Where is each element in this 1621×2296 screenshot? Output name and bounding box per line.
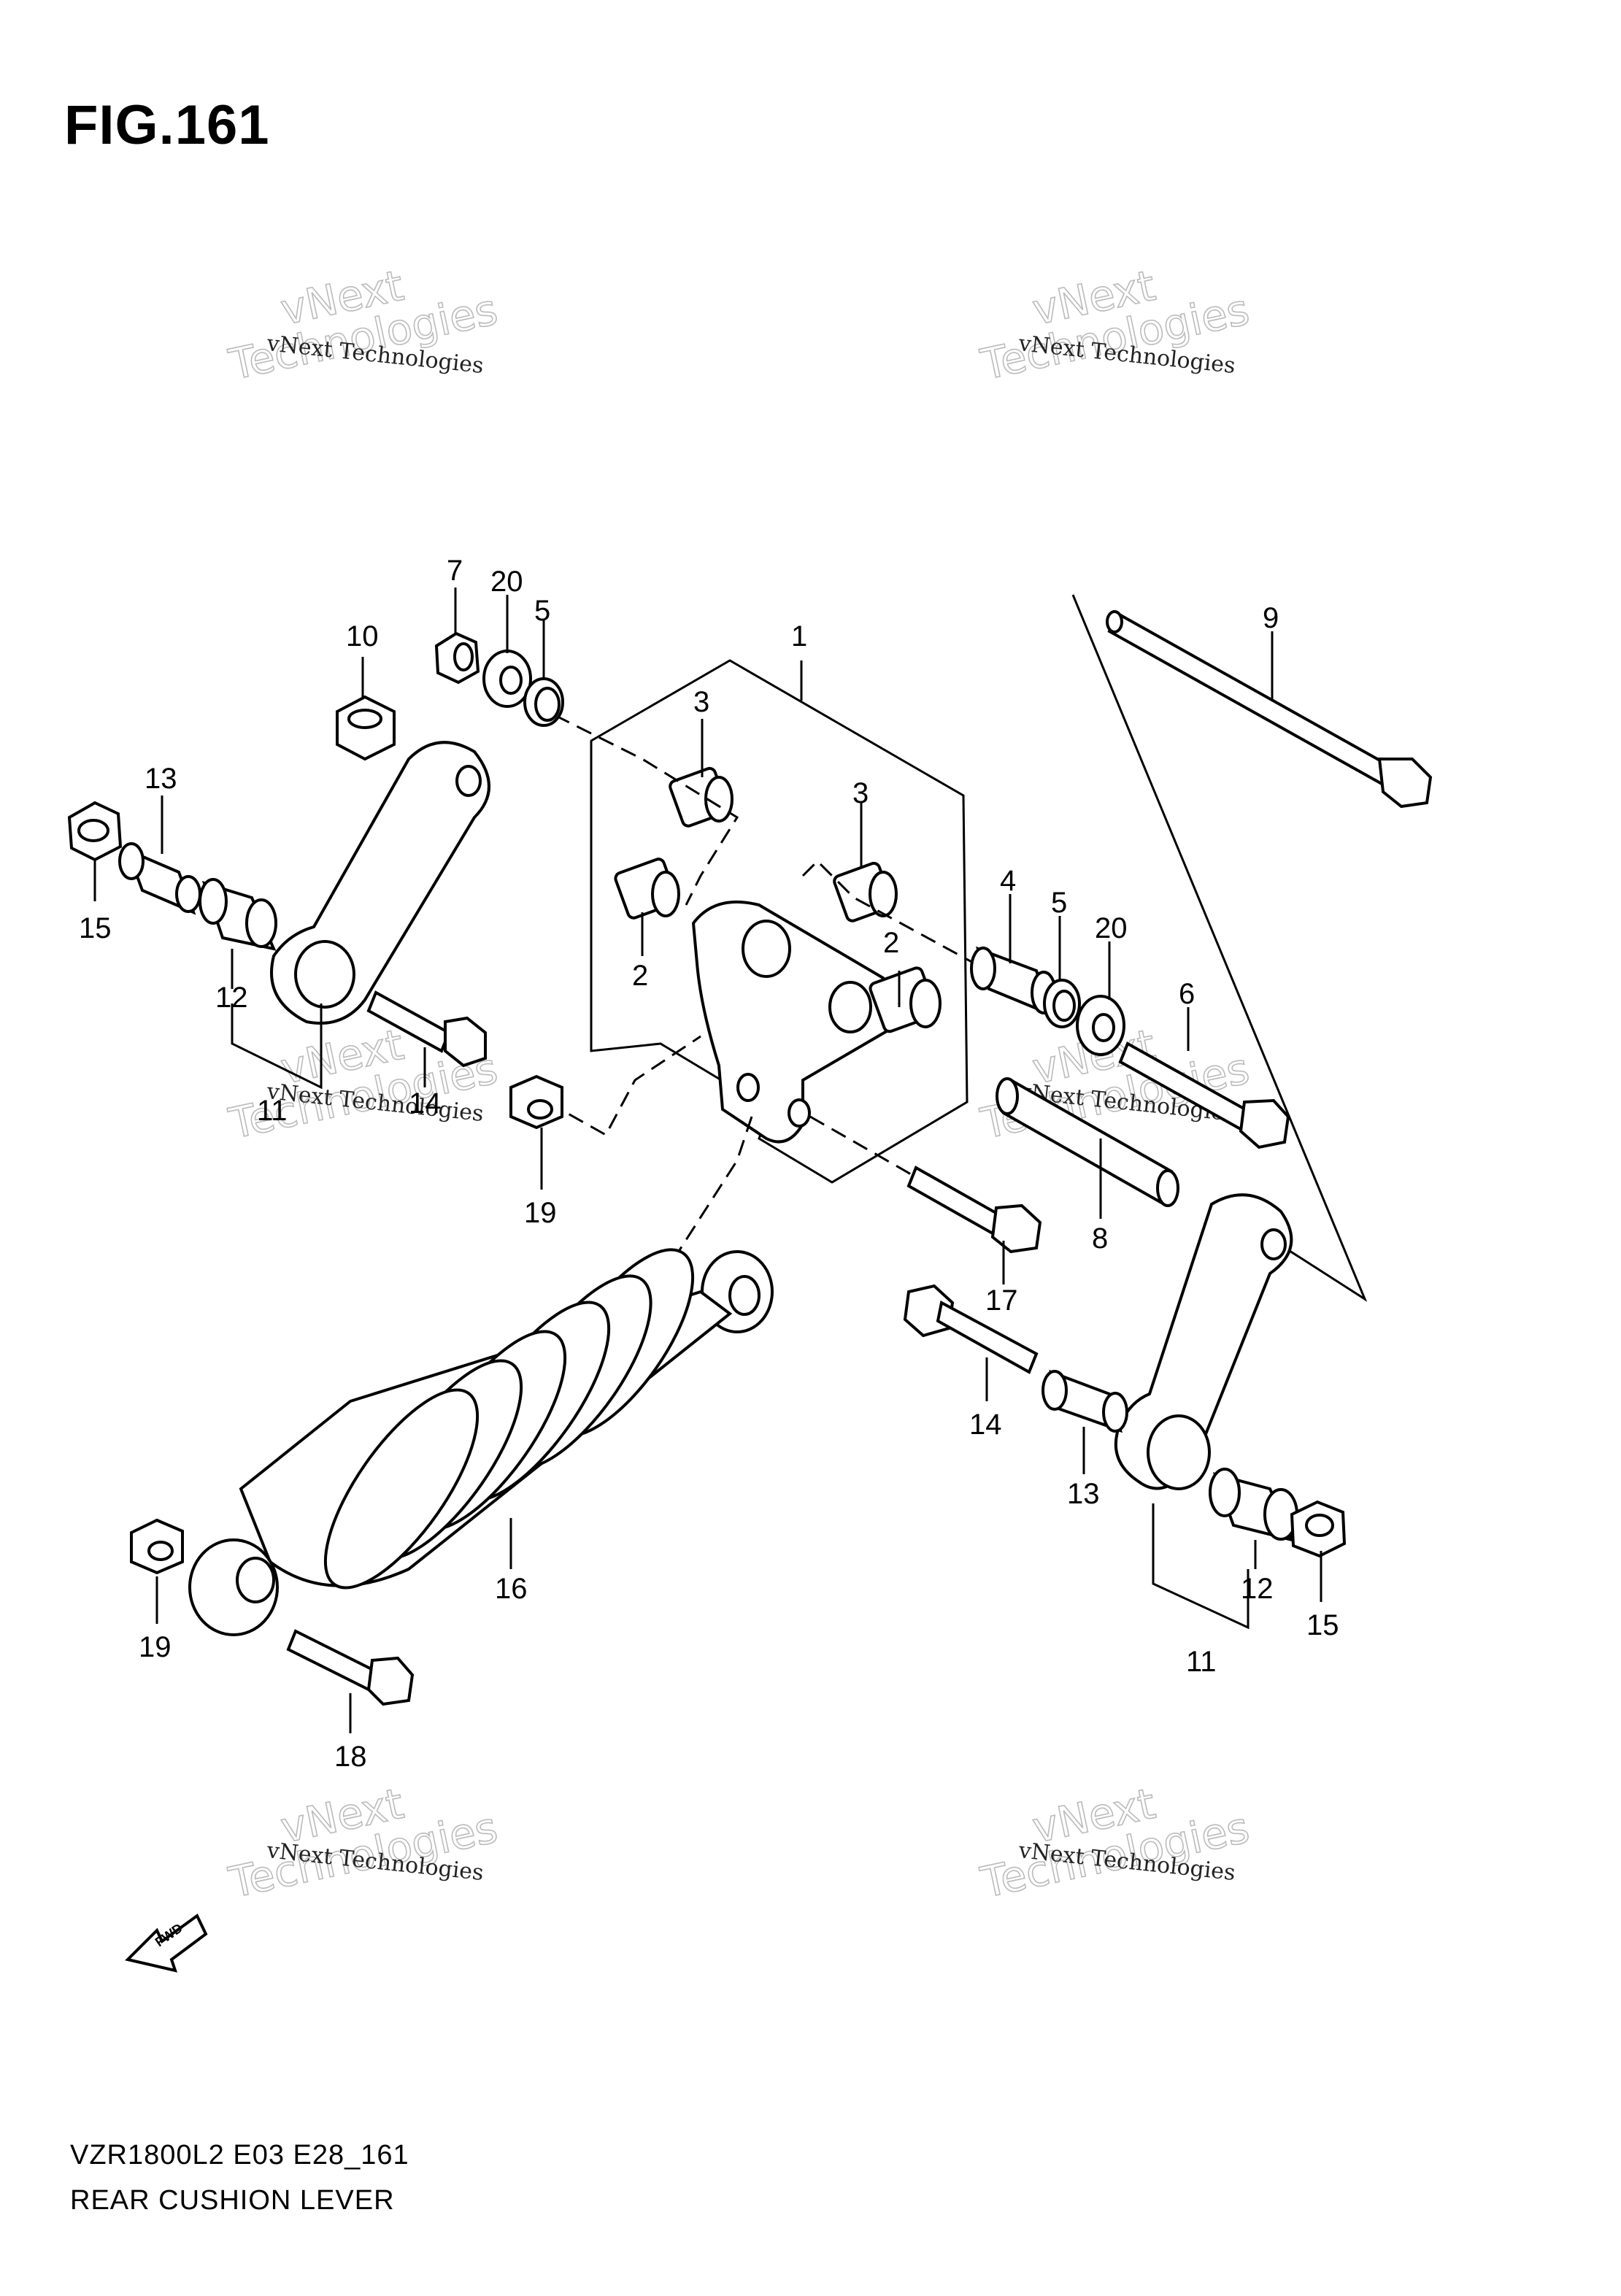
bolt-group-outline — [1071, 594, 1368, 1302]
callout-20-upper: 20 — [490, 566, 523, 598]
nut-7 — [434, 631, 480, 685]
cushion-lever — [691, 900, 900, 1144]
callout-2-left: 2 — [632, 960, 648, 992]
bolt-17 — [906, 1166, 1042, 1254]
lever-assembly-group-outline — [590, 659, 969, 1184]
callout-15-right: 15 — [1306, 1609, 1339, 1641]
watermark-top-right: vNext Technologies vNext Technologies — [976, 260, 1254, 390]
bearing-12-right — [1209, 1468, 1298, 1542]
callout-13-left: 13 — [145, 763, 177, 795]
callout-14-upper: 14 — [409, 1087, 442, 1120]
nut-19-upper — [509, 1074, 563, 1130]
callout-12-left: 12 — [215, 982, 248, 1014]
callout-8: 8 — [1092, 1222, 1108, 1255]
bolt-18 — [286, 1629, 415, 1706]
spacer-13-left — [118, 842, 201, 915]
cushion-rod-right — [1114, 1193, 1293, 1490]
axis-line-lower — [547, 1035, 701, 1137]
model-code: VZR1800L2 E03 E28_161 — [70, 2140, 409, 2170]
callout-7: 7 — [447, 555, 463, 587]
bracket-11-right — [1152, 1503, 1250, 1630]
bearing-3-right — [833, 861, 898, 922]
callout-4: 4 — [1000, 865, 1016, 897]
nut-19-lower — [130, 1518, 184, 1575]
bolt-14-lower — [903, 1284, 1039, 1374]
callout-10: 10 — [346, 620, 379, 652]
bolt-9 — [1106, 610, 1433, 809]
spacer-4 — [970, 946, 1057, 1017]
callout-15-left: 15 — [79, 912, 112, 944]
bearing-3-upper — [669, 766, 734, 828]
bolt-14-upper — [366, 990, 487, 1068]
callout-20-lower: 20 — [1095, 912, 1128, 944]
seal-5-lower — [1043, 979, 1081, 1028]
bracket-11-left — [231, 1003, 323, 1090]
spacer-13-right — [1041, 1369, 1128, 1433]
callout-18: 18 — [334, 1741, 367, 1773]
leader-lines — [93, 588, 1322, 1733]
bearing-12-left — [199, 878, 277, 951]
spacer-8 — [996, 1077, 1179, 1207]
nut-10 — [336, 695, 396, 761]
callout-3-right: 3 — [852, 777, 869, 809]
callout-11-right: 11 — [1186, 1646, 1217, 1678]
bearing-2-right — [869, 966, 942, 1033]
callout-11-left: 11 — [257, 1095, 288, 1127]
callout-6: 6 — [1179, 978, 1195, 1010]
axis-line-shock — [670, 1116, 753, 1263]
callout-5-upper: 5 — [534, 595, 550, 627]
seal-5-upper — [523, 677, 564, 727]
axis-line-upper — [554, 714, 739, 906]
fwd-arrow-icon: FWD — [125, 1913, 208, 1973]
nut-15-left — [67, 801, 123, 862]
callout-19-upper: 19 — [524, 1197, 557, 1229]
bolt-6 — [1118, 1041, 1290, 1149]
shock-absorber-16 — [188, 1248, 774, 1636]
callout-3-upper: 3 — [693, 686, 709, 718]
watermark-bottom-right: vNext Technologies vNext Technologies — [976, 1778, 1254, 1908]
callout-17: 17 — [985, 1284, 1018, 1317]
callout-16: 16 — [495, 1573, 528, 1605]
shock-spring — [323, 1248, 695, 1590]
callout-13-right: 13 — [1067, 1478, 1100, 1510]
axis-line-bolt17 — [809, 1115, 913, 1176]
figure-title: FIG.161 — [64, 94, 270, 156]
callout-19-lower: 19 — [139, 1631, 172, 1663]
callout-14-lower: 14 — [969, 1409, 1002, 1441]
callout-2-right: 2 — [883, 927, 899, 959]
watermark-top-left: vNext Technologies vNext Technologies — [224, 260, 502, 390]
nut-15-right — [1290, 1500, 1347, 1558]
callout-5-lower: 5 — [1051, 887, 1067, 919]
cushion-rod-left — [270, 741, 490, 1025]
bearing-2-left — [614, 858, 680, 920]
watermark-bottom-left: vNext Technologies vNext Technologies — [224, 1778, 502, 1908]
washer-20-lower — [1076, 995, 1125, 1056]
callout-9: 9 — [1263, 602, 1279, 634]
callout-12-right: 12 — [1241, 1573, 1274, 1605]
diagram-name: REAR CUSHION LEVER — [70, 2185, 395, 2216]
callout-1: 1 — [791, 620, 807, 652]
